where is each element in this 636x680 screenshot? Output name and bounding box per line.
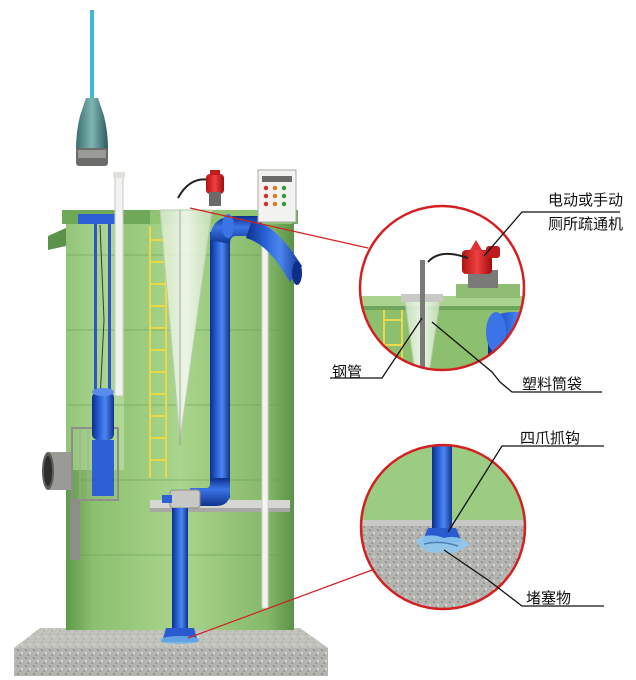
label-steel-pipe: 钢管 [332, 363, 363, 381]
callout-connectors [187, 207, 373, 639]
indicator-light [272, 185, 278, 191]
leader-lines [330, 211, 620, 607]
magnifier-bottom [359, 443, 527, 611]
inlet-pipe [42, 452, 72, 490]
indicator-light [263, 201, 269, 207]
lower-pipe [160, 508, 200, 644]
plastic-bag-cone [159, 209, 213, 441]
control-box [257, 169, 297, 223]
guide-rail-left [78, 214, 122, 422]
indicator-light [263, 185, 269, 191]
indicator-light [281, 193, 287, 199]
float-sensor [76, 10, 108, 166]
concrete-foundation [14, 628, 328, 676]
indicator-light [272, 201, 278, 207]
label-blockage: 堵塞物 [526, 589, 572, 607]
vent-pipe [113, 172, 125, 397]
indicator-light [272, 193, 278, 199]
right-vent-line [261, 227, 269, 609]
label-plastic-bag: 塑料筒袋 [522, 375, 583, 393]
magnifier-top [358, 204, 526, 372]
label-toilet-machine-line1: 电动或手动 [548, 191, 624, 209]
indicator-light [263, 193, 269, 199]
left-submersible-pump [92, 388, 114, 440]
indicator-light [281, 201, 287, 207]
toilet-dredger-small [177, 170, 224, 206]
indicator-light [281, 185, 287, 191]
label-toilet-machine-line2: 厕所疏通机 [548, 215, 624, 233]
label-four-claw-hook: 四爪抓钩 [520, 429, 581, 447]
